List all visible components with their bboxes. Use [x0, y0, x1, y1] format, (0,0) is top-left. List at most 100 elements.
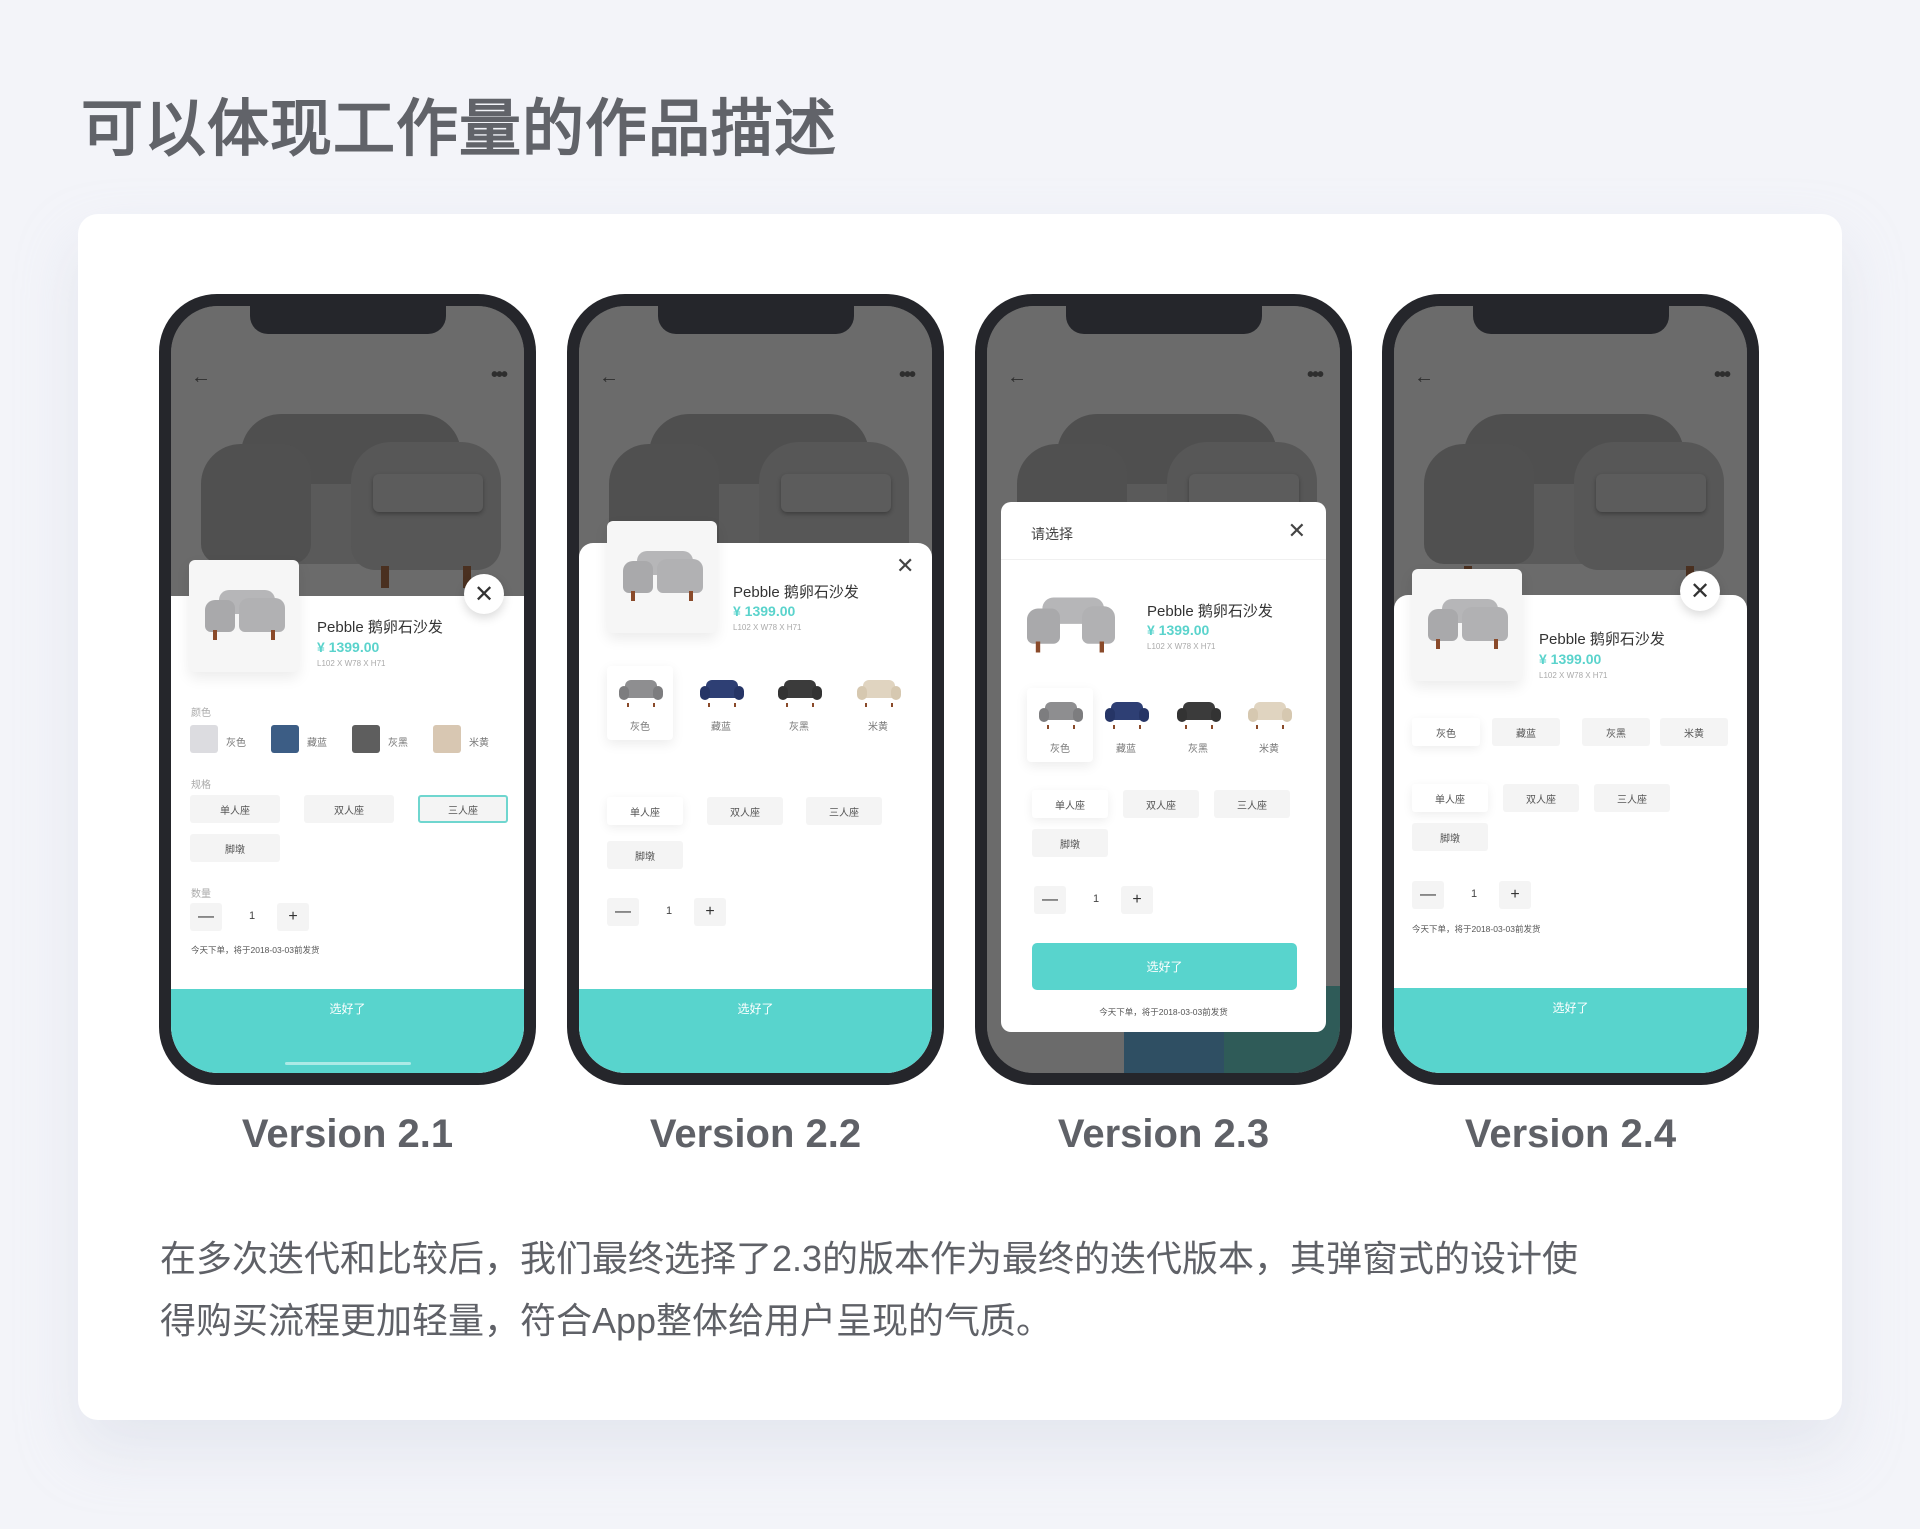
spec-double-seat[interactable]: 双人座	[1123, 790, 1199, 818]
product-name: Pebble 鹅卵石沙发	[317, 619, 443, 636]
close-icon: ✕	[1689, 577, 1711, 605]
confirm-button[interactable]: 选好了	[171, 989, 524, 1073]
spec-section-label: 规格	[191, 780, 211, 791]
product-price: ¥ 1399.00	[317, 639, 380, 655]
plus-icon: +	[1132, 891, 1142, 908]
more-options-icon[interactable]: •••	[898, 364, 916, 386]
color-option-label: 灰色	[1050, 744, 1070, 755]
qty-value: 1	[666, 905, 673, 917]
close-icon: ✕	[473, 580, 495, 608]
back-arrow-icon[interactable]: ←	[599, 366, 619, 388]
back-arrow-icon[interactable]: ←	[1414, 366, 1434, 388]
plus-icon: +	[288, 908, 298, 925]
product-name: Pebble 鹅卵石沙发	[1147, 603, 1273, 620]
more-options-icon[interactable]: •••	[490, 364, 508, 386]
color-chip-gray[interactable]: 灰色	[1412, 718, 1480, 746]
phone-mockup-v2-1: ← ••• Pebble 鹅卵石沙发 ¥ 1399.00 L102 X W78 …	[159, 294, 536, 1085]
spec-ottoman[interactable]: 脚墩	[1412, 823, 1488, 851]
swatch-gray[interactable]	[190, 725, 218, 753]
spec-double-seat[interactable]: 双人座	[707, 797, 783, 825]
minus-icon: —	[1420, 886, 1436, 903]
color-option-charcoal[interactable]: 灰黑	[1165, 688, 1231, 762]
phone-mockup-v2-2: ← ••• Pebble 鹅卵石沙发 ¥ 1399.00 L102 X W78 …	[567, 294, 944, 1085]
color-option-navy[interactable]: 藏蓝	[688, 666, 754, 740]
version-label: Version 2.1	[241, 1112, 454, 1156]
spec-ottoman[interactable]: 脚墩	[1032, 829, 1108, 857]
color-option-beige[interactable]: 米黄	[845, 666, 911, 740]
more-options-icon[interactable]: •••	[1713, 364, 1731, 386]
qty-plus-button[interactable]: +	[277, 903, 309, 931]
product-thumbnail	[189, 560, 299, 672]
spec-triple-seat[interactable]: 三人座	[806, 797, 882, 825]
color-chip-navy[interactable]: 藏蓝	[1492, 718, 1560, 746]
close-icon[interactable]: ✕	[896, 553, 915, 578]
qty-minus-button[interactable]: —	[607, 898, 639, 926]
spec-single-seat[interactable]: 单人座	[190, 795, 280, 823]
version-label: Version 2.2	[649, 1112, 862, 1156]
qty-minus-button[interactable]: —	[190, 903, 222, 931]
close-button[interactable]: ✕	[464, 574, 504, 614]
description-paragraph: 在多次迭代和比较后，我们最终选择了2.3的版本作为最终的迭代版本，其弹窗式的设计…	[160, 1228, 1760, 1352]
hero-image	[1394, 306, 1747, 596]
qty-plus-button[interactable]: +	[694, 898, 726, 926]
spec-triple-seat[interactable]: 三人座	[418, 795, 508, 823]
confirm-button[interactable]: 选好了	[1394, 988, 1747, 1073]
swatch-navy[interactable]	[271, 725, 299, 753]
color-section-label: 颜色	[191, 708, 211, 719]
product-name: Pebble 鹅卵石沙发	[733, 584, 859, 601]
spec-ottoman[interactable]: 脚墩	[607, 841, 683, 869]
spec-triple-seat[interactable]: 三人座	[1214, 790, 1290, 818]
swatch-label: 灰黑	[388, 738, 408, 749]
phone-notch	[1472, 306, 1669, 334]
qty-plus-button[interactable]: +	[1121, 886, 1153, 914]
qty-minus-button[interactable]: —	[1412, 881, 1444, 909]
back-arrow-icon[interactable]: ←	[191, 366, 211, 388]
product-price: ¥ 1399.00	[1147, 622, 1210, 638]
back-arrow-icon[interactable]: ←	[1007, 366, 1027, 388]
qty-plus-button[interactable]: +	[1499, 881, 1531, 909]
color-option-beige[interactable]: 米黄	[1236, 688, 1302, 762]
color-option-label: 灰黑	[789, 722, 809, 733]
spec-single-seat[interactable]: 单人座	[1412, 784, 1488, 812]
home-indicator	[284, 1062, 411, 1065]
confirm-button[interactable]: 选好了	[579, 989, 932, 1073]
color-option-gray[interactable]: 灰色	[1027, 688, 1093, 762]
more-options-icon[interactable]: •••	[1306, 364, 1324, 386]
color-option-charcoal[interactable]: 灰黑	[766, 666, 832, 740]
spec-double-seat[interactable]: 双人座	[1503, 784, 1579, 812]
close-button[interactable]: ✕	[1680, 571, 1720, 611]
phone-mockup-v2-4: ← ••• Pebble 鹅卵石沙发 ¥ 1399.00 L102 X W78 …	[1382, 294, 1759, 1085]
color-chip-charcoal[interactable]: 灰黑	[1582, 718, 1650, 746]
spec-double-seat[interactable]: 双人座	[304, 795, 394, 823]
phone-notch	[249, 306, 446, 334]
sofa-hero-image	[1424, 414, 1724, 588]
swatch-charcoal[interactable]	[352, 725, 380, 753]
page-title: 可以体现工作量的作品描述	[81, 95, 838, 164]
modal-header: 请选择 ✕	[1001, 502, 1326, 560]
product-name: Pebble 鹅卵石沙发	[1539, 631, 1665, 648]
product-sheet: Pebble 鹅卵石沙发 ¥ 1399.00 L102 X W78 X H71 …	[579, 521, 932, 1073]
phone-screen: ← ••• 请选择 ✕ Pebble 鹅卵石沙发 ¥ 1399.00 L102 …	[987, 306, 1340, 1073]
swatch-beige[interactable]	[433, 725, 461, 753]
sofa-hero-image	[201, 414, 501, 588]
confirm-button[interactable]: 选好了	[1032, 943, 1297, 990]
color-option-gray[interactable]: 灰色	[607, 666, 673, 740]
color-option-label: 米黄	[868, 722, 888, 733]
qty-minus-button[interactable]: —	[1034, 886, 1066, 914]
product-price: ¥ 1399.00	[733, 603, 796, 619]
qty-value: 1	[1471, 888, 1478, 900]
color-chip-beige[interactable]: 米黄	[1660, 718, 1728, 746]
product-dimensions: L102 X W78 X H71	[1147, 642, 1216, 651]
color-option-label: 灰色	[630, 722, 650, 733]
spec-single-seat[interactable]: 单人座	[607, 797, 683, 825]
phone-screen: ← ••• Pebble 鹅卵石沙发 ¥ 1399.00 L102 X W78 …	[171, 306, 524, 1073]
modal-title: 请选择	[1031, 526, 1073, 542]
plus-icon: +	[705, 903, 715, 920]
spec-single-seat[interactable]: 单人座	[1032, 790, 1108, 818]
select-options-modal: 请选择 ✕ Pebble 鹅卵石沙发 ¥ 1399.00 L102 X W78 …	[1001, 502, 1326, 1032]
spec-ottoman[interactable]: 脚墩	[190, 834, 280, 862]
color-option-navy[interactable]: 藏蓝	[1093, 688, 1159, 762]
swatch-label: 灰色	[226, 738, 246, 749]
close-icon[interactable]: ✕	[1287, 518, 1306, 543]
spec-triple-seat[interactable]: 三人座	[1594, 784, 1670, 812]
